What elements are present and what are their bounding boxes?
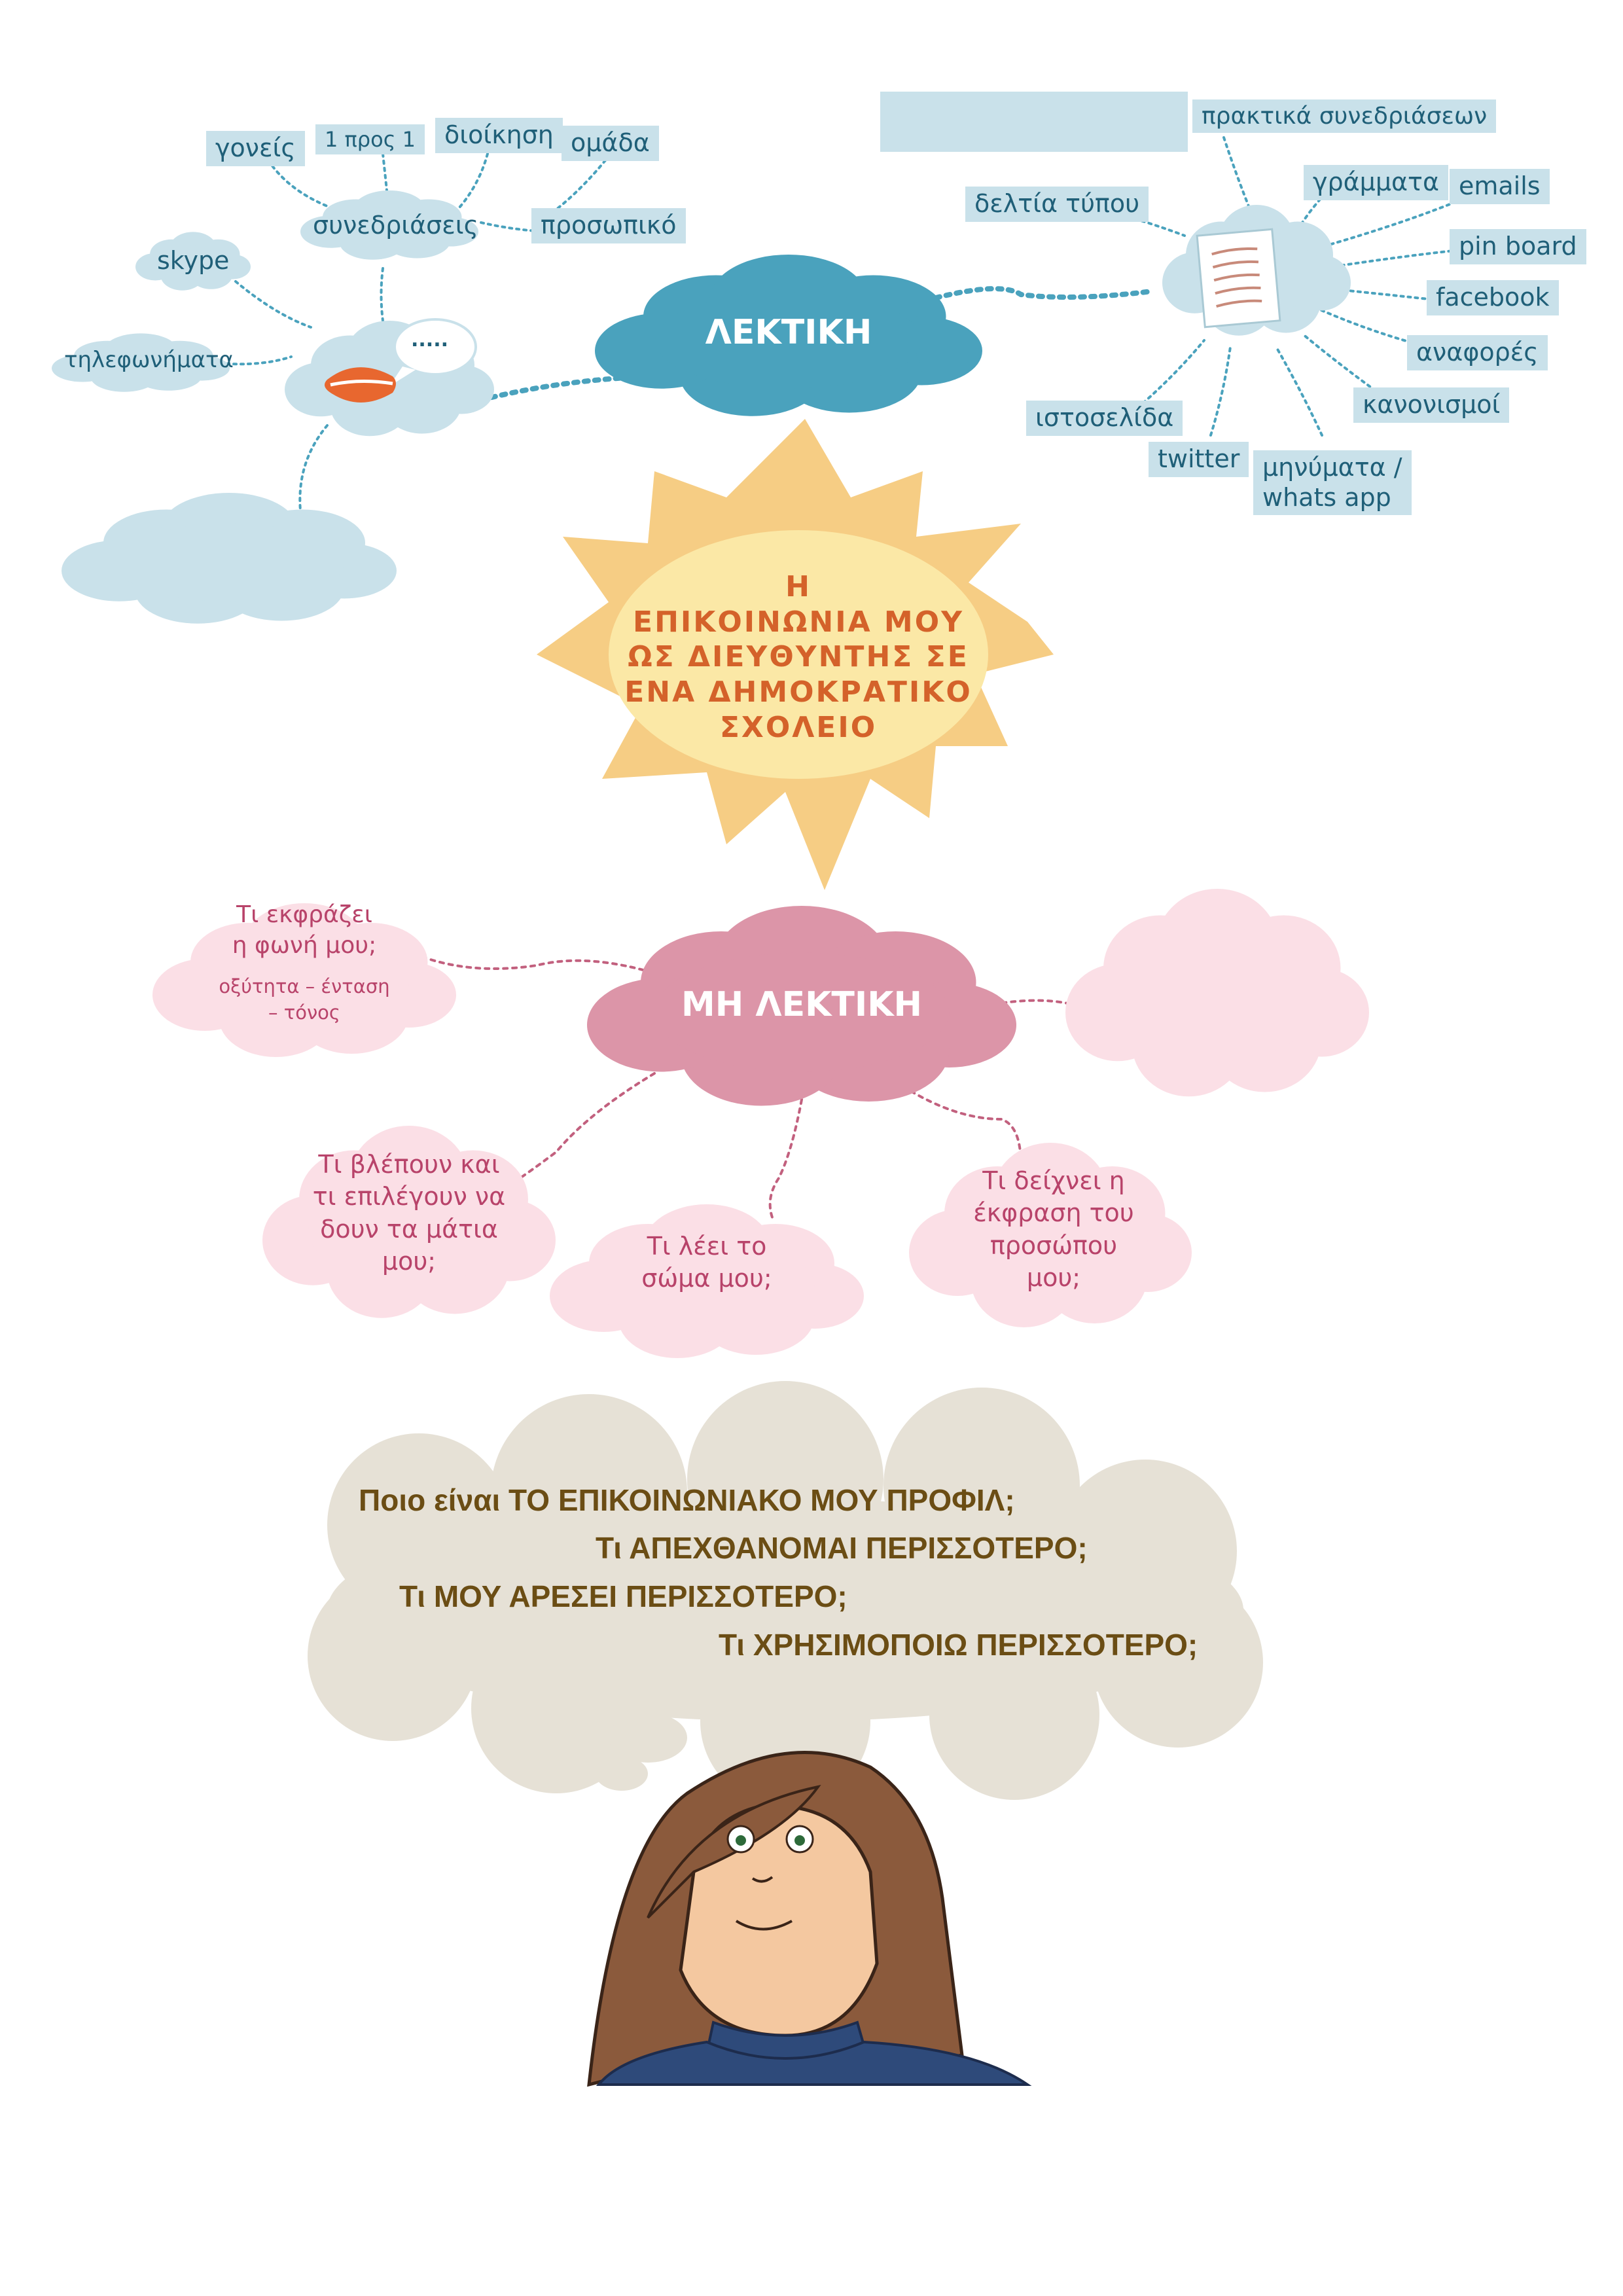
label-messages-line1: μηνύματα / (1262, 453, 1402, 482)
eyes-question: Τι βλέπουν και τι επιλέγουν να δουν τα μ… (294, 1149, 524, 1278)
body-line-2: σώμα μου; (641, 1264, 772, 1293)
center-title-line-5: ΣΧΟΛΕΙΟ (719, 710, 878, 744)
label-twitter: twitter (1149, 442, 1249, 477)
question-profile: Ποιο είναι ΤΟ ΕΠΙΚΟΙΝΩΝΙΑΚΟ ΜΟΥ ΠΡΟΦΙΛ; (359, 1483, 1015, 1517)
label-emails: emails (1450, 169, 1550, 204)
center-title-line-2: ΕΠΙΚΟΙΝΩΝΙΑ ΜΟΥ (633, 605, 964, 639)
question-dislike: Τι ΑΠΕΧΘΑΝΟΜΑΙ ΠΕΡΙΣΣΟΤΕΡΟ; (596, 1531, 1088, 1565)
speech-bubble-text: ..... (411, 329, 448, 351)
voice-sub: οξύτητα – ένταση – τόνος (190, 973, 419, 1026)
label-website: ιστοσελίδα (1026, 401, 1183, 436)
thought-cloud (308, 1381, 1263, 1806)
verbal-link-right (933, 286, 1154, 300)
body-question: Τι λέει το σώμα μου; (592, 1230, 821, 1295)
lips-icon (325, 367, 396, 403)
center-title-line-3: ΩΣ ΔΙΕΥΘΥΝΤΗΣ ΣΕ (628, 640, 969, 674)
face-line-2: έκφραση του (973, 1198, 1134, 1228)
voice-question: Τι εκφράζει η φωνή μου; οξύτητα – ένταση… (190, 900, 419, 1026)
document-icon (1196, 228, 1281, 329)
body-line-1: Τι λέει το (647, 1232, 767, 1261)
label-pin-board: pin board (1450, 229, 1586, 264)
face-line-3: προσώπου (990, 1230, 1118, 1260)
question-like: Τι ΜΟΥ ΑΡΕΣΕΙ ΠΕΡΙΣΣΟΤΕΡΟ; (399, 1579, 847, 1613)
label-facebook: facebook (1427, 280, 1559, 315)
eyes-line-4: μου; (382, 1247, 437, 1276)
center-title-line-4: ΕΝΑ ΔΗΜΟΚΡΑΤΙΚΟ (624, 675, 972, 709)
label-messages-line2: whats app (1262, 482, 1391, 512)
verbal-hub-label: ΛΕΚΤΙΚΗ (705, 313, 872, 352)
voice-sub-line-2: – τόνος (268, 1001, 340, 1024)
label-reports: αναφορές (1407, 335, 1548, 370)
central-sun (537, 419, 1054, 890)
label-team: ομάδα (562, 126, 659, 161)
label-skype: skype (157, 246, 230, 275)
empty-blue-cloud (62, 493, 397, 624)
label-one-to-one: 1 προς 1 (315, 124, 425, 155)
nonverbal-hub-label: ΜΗ ΛΕΚΤΙΚΗ (681, 985, 923, 1024)
label-messages: μηνύματα / whats app (1253, 450, 1412, 516)
label-letters: γράμματα (1304, 165, 1448, 200)
label-meetings: συνεδριάσεις (313, 211, 478, 240)
voice-line-2: η φωνή μου; (232, 931, 377, 959)
label-phone-calls: τηλεφωνήματα (64, 347, 234, 373)
center-title-line-1: Η (785, 570, 812, 603)
label-regulations: κανονισμοί (1353, 387, 1510, 423)
eyes-line-2: τι επιλέγουν να (312, 1182, 506, 1211)
center-title: Η ΕΠΙΚΟΙΝΩΝΙΑ ΜΟΥ ΩΣ ΔΙΕΥΘΥΝΤΗΣ ΣΕ ΕΝΑ Δ… (589, 569, 1008, 745)
question-use: Τι ΧΡΗΣΙΜΟΠΟΙΩ ΠΕΡΙΣΣΟΤΕΡΟ; (719, 1628, 1198, 1662)
label-minutes: πρακτικά συνεδριάσεων (1192, 99, 1497, 134)
empty-pink-cloud (1065, 889, 1369, 1097)
person-illustration (587, 1751, 1032, 2087)
eyes-line-1: Τι βλέπουν και (318, 1150, 500, 1179)
label-parents: γονείς (206, 131, 305, 166)
voice-sub-line-1: οξύτητα – ένταση (219, 975, 390, 997)
voice-line-1: Τι εκφράζει (236, 901, 372, 928)
label-administration: διοίκηση (435, 118, 563, 153)
face-question: Τι δείχνει η έκφραση του προσώπου μου; (942, 1165, 1165, 1295)
face-line-4: μου; (1026, 1263, 1081, 1293)
speech-bubble (389, 318, 477, 386)
label-staff: προσωπικό (531, 208, 686, 243)
eyes-line-3: δουν τα μάτια (320, 1214, 498, 1244)
label-press-releases: δελτία τύπου (965, 187, 1149, 222)
header-blank-box (880, 92, 1188, 152)
face-line-1: Τι δείχνει η (982, 1166, 1125, 1195)
